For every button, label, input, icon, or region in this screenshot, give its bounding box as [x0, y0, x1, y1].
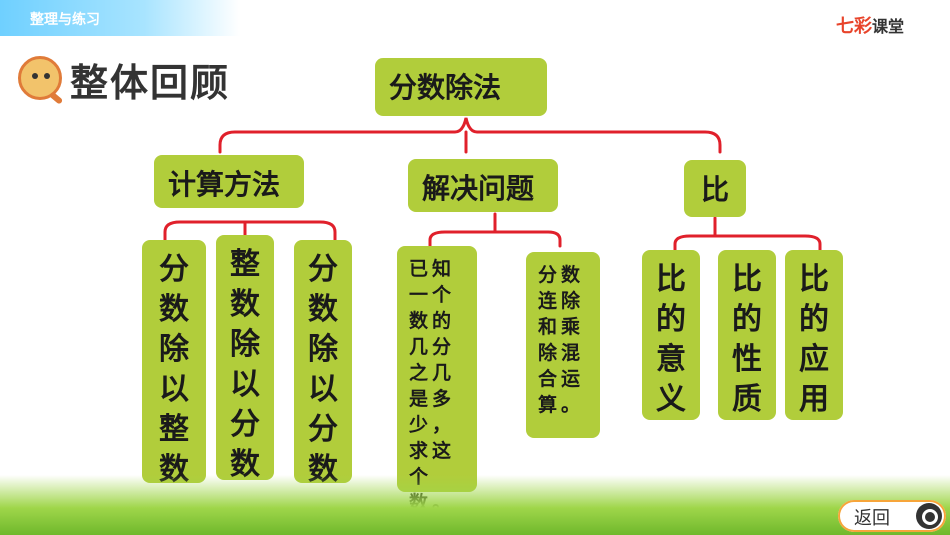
- branch-problem-solving: 解决问题: [408, 159, 558, 212]
- leaf-find-whole: 已知一个数的几分之几是多少，求这个数。: [397, 246, 477, 514]
- leaf-fraction-div-integer: 分数除以整数: [142, 240, 206, 487]
- leaf-ratio-application: 比的应用: [785, 250, 843, 420]
- page-title: 整体回顾: [70, 61, 231, 105]
- grass-decoration: [0, 475, 950, 535]
- brand-logo: 七彩课堂: [836, 16, 905, 37]
- return-icon: [916, 503, 942, 529]
- branch-calc-method: 计算方法: [154, 155, 304, 208]
- section-label: 整理与练习: [30, 12, 100, 28]
- leaf-fraction-div-fraction: 分数除以分数: [294, 240, 352, 487]
- branch-ratio: 比: [684, 160, 746, 217]
- leaf-ratio-properties: 比的性质: [718, 250, 776, 420]
- leaf-integer-div-fraction: 整数除以分数: [216, 235, 274, 482]
- back-label: 返回: [854, 508, 890, 529]
- magnifier-icon: [18, 56, 62, 100]
- leaf-mixed-operations: 分数连除和乘除混合运算。: [526, 252, 600, 438]
- leaf-ratio-meaning: 比的意义: [642, 250, 700, 420]
- section-banner: 整理与练习: [0, 0, 240, 36]
- back-button[interactable]: 返回: [838, 500, 946, 532]
- root-node: 分数除法: [375, 58, 547, 116]
